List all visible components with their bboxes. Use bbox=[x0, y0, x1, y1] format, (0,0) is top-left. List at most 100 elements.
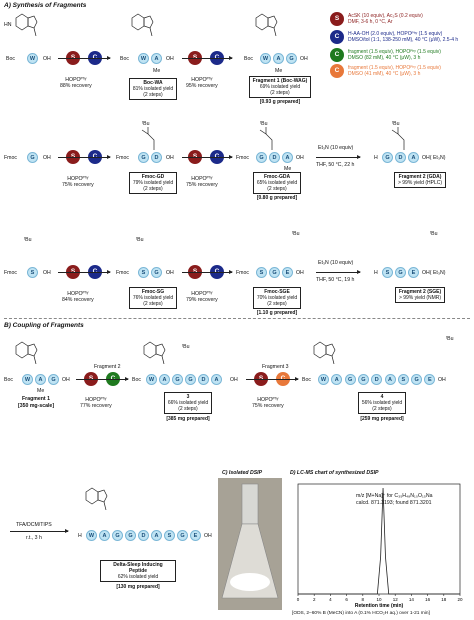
c3-result: 3 66% isolated yield (2 steps) [385 mg p… bbox=[160, 392, 216, 422]
peptide-bead: G bbox=[125, 530, 136, 541]
isolated-dsip-photo bbox=[218, 478, 282, 610]
peptide-bead: G bbox=[344, 374, 356, 385]
row2-final-name: Fmoc-GDA bbox=[263, 174, 291, 180]
peptide-bead: A bbox=[151, 530, 162, 541]
row3-fragment-suffix: OH( Et₃N) bbox=[422, 270, 446, 276]
row3-int-steps: (2 steps) bbox=[143, 301, 163, 307]
peptide-bead: G bbox=[411, 374, 423, 385]
x-tick-label: 0 bbox=[297, 597, 300, 602]
x-tick-label: 18 bbox=[441, 597, 447, 602]
row2-int-prefix: Fmoc bbox=[116, 155, 129, 161]
row1-start-suffix: OH bbox=[43, 56, 51, 62]
panel-d-title: D) LC-MS chart of synthesized DSIP bbox=[290, 470, 379, 476]
x-tick-label: 2 bbox=[313, 597, 316, 602]
legend-reagent-icon: S bbox=[330, 12, 344, 26]
row1-int-steps: (2 steps) bbox=[143, 92, 163, 98]
step2-label: Fragment 3 bbox=[262, 364, 289, 370]
row3-fragment-yield: > 99% yield (NMR) bbox=[398, 295, 442, 301]
row3-final-top: ᵗBu bbox=[292, 231, 300, 237]
row1-int-bead-1: W bbox=[138, 53, 149, 64]
peptide-bead: G bbox=[172, 374, 183, 385]
step1-label: Fragment 2 bbox=[94, 364, 121, 370]
row3-start-suffix: OH bbox=[43, 270, 51, 276]
row2-final-prefix: Fmoc bbox=[236, 155, 249, 161]
row2-fragment-yield: > 99% yield (HPLC) bbox=[397, 180, 443, 186]
row2-start-prefix: Fmoc bbox=[4, 155, 17, 161]
frag1-sub: Me bbox=[37, 388, 45, 394]
row3-recovery1: HOPOᴾʰʸ 84% recovery bbox=[62, 291, 94, 303]
peptide-bead: W bbox=[318, 374, 329, 385]
row2-deprotect-line1: Et₃N (10 equiv) bbox=[318, 145, 354, 151]
row2-int-yield: 79% isolated yield bbox=[132, 180, 174, 186]
peptide-bead: D bbox=[138, 530, 149, 541]
row1-int-sub: Me bbox=[153, 68, 161, 74]
row1-final-suffix: OH bbox=[300, 56, 308, 62]
c3-top: ᵗBu bbox=[182, 344, 190, 350]
row1-start-bead: W bbox=[27, 53, 38, 64]
row2-final-yield: 65% isolated yield bbox=[256, 180, 298, 186]
peptide-bead: W bbox=[86, 530, 97, 541]
row2-final-steps: (2 steps) bbox=[267, 186, 287, 192]
row3-final-steps: (2 steps) bbox=[267, 301, 287, 307]
row3-final-result: Fmoc-SGE 70% isolated yield (2 steps) [1… bbox=[248, 287, 306, 316]
legend-reagent-icon: C bbox=[330, 64, 344, 78]
row2-fragment-top: ᵗBu bbox=[392, 121, 400, 127]
legend-reagent-icon: C bbox=[330, 30, 344, 44]
final-prefix: H bbox=[78, 533, 82, 539]
final-reagent: TFA/DCM/TIPS bbox=[16, 522, 52, 528]
x-tick-label: 6 bbox=[345, 597, 348, 602]
row1-start-prefix: Boc bbox=[6, 56, 15, 62]
legend-text: H-AA-OH (2.0 equiv), HOPOᴾʰʸ (1.5 equiv)… bbox=[348, 31, 458, 43]
frag1-note: [350 mg-scale] bbox=[18, 403, 55, 409]
flask-image bbox=[218, 478, 282, 610]
row1-final-steps: (2 steps) bbox=[270, 90, 290, 96]
peptide-bead: D bbox=[371, 374, 383, 385]
row2-int-result: Fmoc-GD 79% isolated yield (2 steps) bbox=[126, 172, 180, 194]
c3-steps: (2 steps) bbox=[178, 406, 198, 412]
row1-recovery2: HOPOᴾʰʸ 95% recovery bbox=[186, 77, 218, 89]
row3-fragment-prefix: H bbox=[374, 270, 378, 276]
row2-recovery1: HOPOᴾʰʸ 75% recovery bbox=[62, 176, 94, 188]
row1-final-prefix: Boc bbox=[244, 56, 253, 62]
row2-arrow1 bbox=[58, 155, 111, 159]
sidechain-ester bbox=[391, 127, 405, 150]
frag1-prefix: Boc bbox=[4, 377, 13, 383]
peptide-bead: A bbox=[99, 530, 110, 541]
row3-int-bead-2: G bbox=[151, 267, 162, 278]
row1-final-bead-3: G bbox=[286, 53, 297, 64]
row3-final-yield: 70% isolated yield bbox=[256, 295, 298, 301]
row2-fragment-name: Fragment 2 (GDA) bbox=[398, 174, 442, 180]
row3-final-suffix: OH bbox=[296, 270, 304, 276]
section-a-title: A) Synthesis of Fragments bbox=[4, 2, 87, 9]
row2-int-bead-1: G bbox=[138, 152, 149, 163]
row1-final-sub: Me bbox=[275, 68, 283, 74]
indole-structure bbox=[255, 13, 278, 36]
row2-recovery2: HOPOᴾʰʸ 75% recovery bbox=[186, 176, 218, 188]
row3-fragment-bead-3: E bbox=[408, 267, 419, 278]
row2-final-bead-1: G bbox=[256, 152, 267, 163]
row1-arrow1 bbox=[58, 56, 111, 60]
c4-result: 4 56% isolated yield (2 steps) [259 mg p… bbox=[354, 392, 410, 422]
legend-line-2: DMSO/tol (1:1, 138-250 mM), 40 °C (μW), … bbox=[348, 37, 459, 43]
peptide-bead: S bbox=[397, 374, 409, 385]
c4-top: ᵗBu bbox=[446, 336, 454, 342]
row1-final-name: Fragment 1 (Boc-WAG) bbox=[252, 78, 308, 84]
row3-start-bead: S bbox=[27, 267, 38, 278]
lcms-annotation-2: calcd. 871.3193; found 871.3201 bbox=[356, 500, 432, 506]
row3-fragment-result: Fragment 2 (SGE) > 99% yield (NMR) bbox=[388, 287, 452, 303]
indole-structure bbox=[131, 13, 154, 36]
row1-final-bead-2: A bbox=[273, 53, 284, 64]
lcms-footer: [ODS, 2–60% B (MeCN) into A (0.1% HCO₂H … bbox=[292, 611, 430, 616]
c4-steps: (2 steps) bbox=[372, 406, 392, 412]
section-divider bbox=[4, 318, 470, 319]
row2-final-sub: Me bbox=[284, 166, 292, 172]
row2-int-name: Fmoc-GD bbox=[141, 174, 165, 180]
c4-yield: 56% isolated yield bbox=[361, 400, 403, 406]
frag1-bead-3: G bbox=[48, 374, 59, 385]
c4-prepared: [259 mg prepared] bbox=[360, 416, 404, 422]
row2-final-result: Fmoc-GDA 65% isolated yield (2 steps) [0… bbox=[248, 172, 306, 201]
legend-text: AcSK (10 equiv), Ac₂S (0.2 equiv)DMF, 3-… bbox=[348, 13, 423, 25]
legend-line-2: DMF, 3-6 h, 0 °C, Ar bbox=[348, 19, 393, 25]
row2-final-suffix: OH bbox=[296, 155, 304, 161]
